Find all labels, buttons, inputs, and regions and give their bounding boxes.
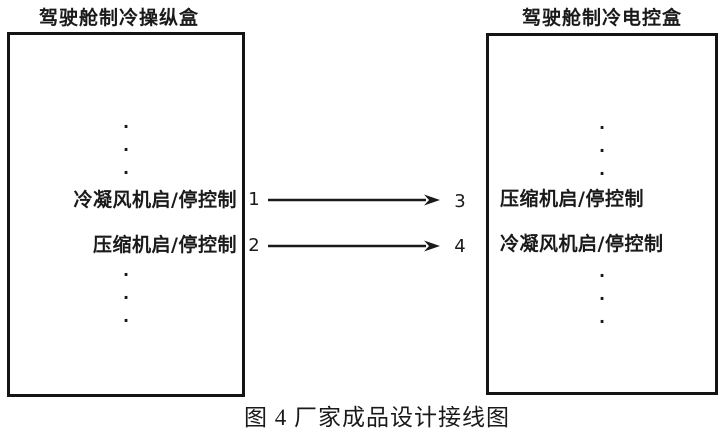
pin-number-to-3: 3 (454, 191, 466, 212)
pin-number-from-1: 1 (248, 189, 260, 210)
figure-caption: 图 4 厂家成品设计接线图 (244, 405, 510, 429)
signal-label-compressor: 压缩机启/停控制 (500, 188, 644, 210)
ellipsis-dot: · (122, 163, 130, 182)
ellipsis-dot: · (598, 141, 606, 160)
right-box-title: 驾驶舱制冷电控盒 (521, 7, 682, 29)
left-box-title: 驾驶舱制冷操纵盒 (38, 7, 199, 29)
ellipsis-dot: · (598, 312, 606, 331)
connection-arrow (268, 194, 440, 206)
ellipsis-dot: · (598, 164, 606, 183)
ellipsis-dot: · (122, 140, 130, 159)
ellipsis-dot: · (122, 117, 130, 136)
ellipsis-dot: · (122, 311, 130, 330)
ellipsis-dot: · (122, 288, 130, 307)
ellipsis-dot: · (598, 289, 606, 308)
signal-label-condenser-fan: 冷凝风机启/停控制 (500, 233, 664, 255)
pin-number-to-4: 4 (454, 236, 466, 257)
vertical-ellipsis: · · · (10, 263, 242, 332)
right-box: · · · 压缩机启/停控制 冷凝风机启/停控制 · · · (486, 33, 718, 395)
ellipsis-dot: · (598, 118, 606, 137)
vertical-ellipsis: · · · (489, 116, 715, 185)
ellipsis-dot: · (598, 266, 606, 285)
vertical-ellipsis: · · · (489, 264, 715, 333)
pin-number-from-2: 2 (248, 235, 260, 256)
left-box: · · · 冷凝风机启/停控制 压缩机启/停控制 · · · (7, 32, 245, 397)
ellipsis-dot: · (122, 265, 130, 284)
signal-label-compressor: 压缩机启/停控制 (93, 234, 237, 256)
vertical-ellipsis: · · · (10, 115, 242, 184)
connection-arrow (268, 240, 440, 252)
signal-label-condenser-fan: 冷凝风机启/停控制 (73, 189, 237, 211)
